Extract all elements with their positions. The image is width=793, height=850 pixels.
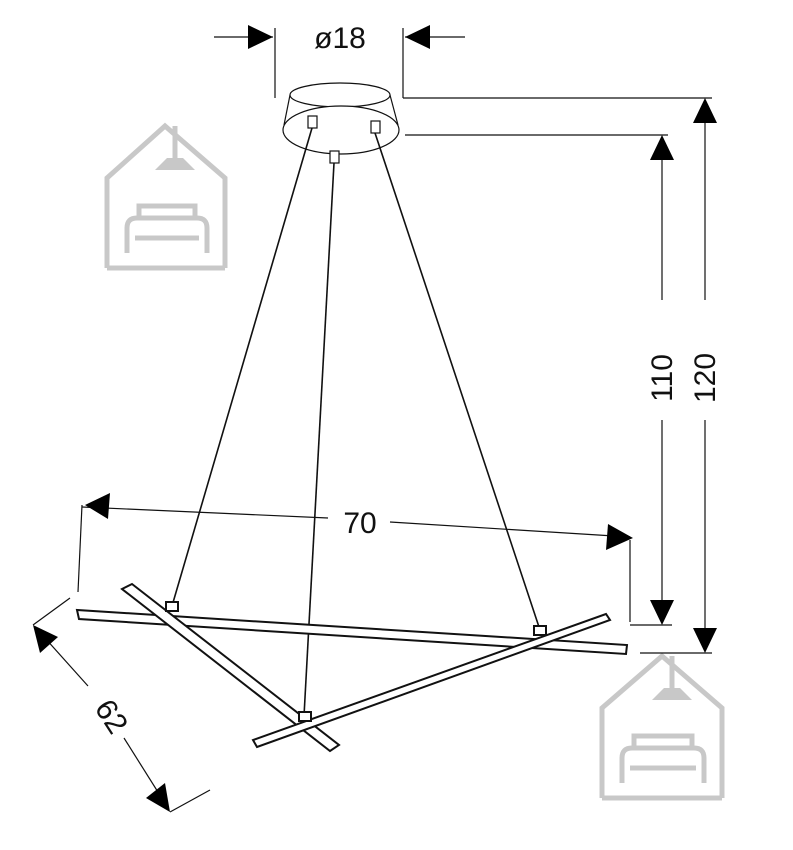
house-logo-icon: [104, 122, 228, 271]
total-height-dimension: 120: [403, 97, 722, 654]
total-height-label: 120: [689, 353, 722, 403]
house-logo-icon: [599, 652, 725, 801]
fixture-height-dimension: 110: [405, 134, 679, 626]
fixture-width-label: 70: [343, 507, 376, 540]
fixture-depth-label: 62: [88, 694, 134, 740]
ceiling-canopy: [282, 82, 400, 164]
led-bars: [75, 582, 629, 753]
canopy-diameter-label: ø18: [314, 22, 366, 55]
fixture-width-dimension: 70: [77, 493, 633, 622]
fixture-height-label: 110: [646, 354, 679, 402]
canopy-diameter-dimension: ø18: [214, 22, 465, 98]
